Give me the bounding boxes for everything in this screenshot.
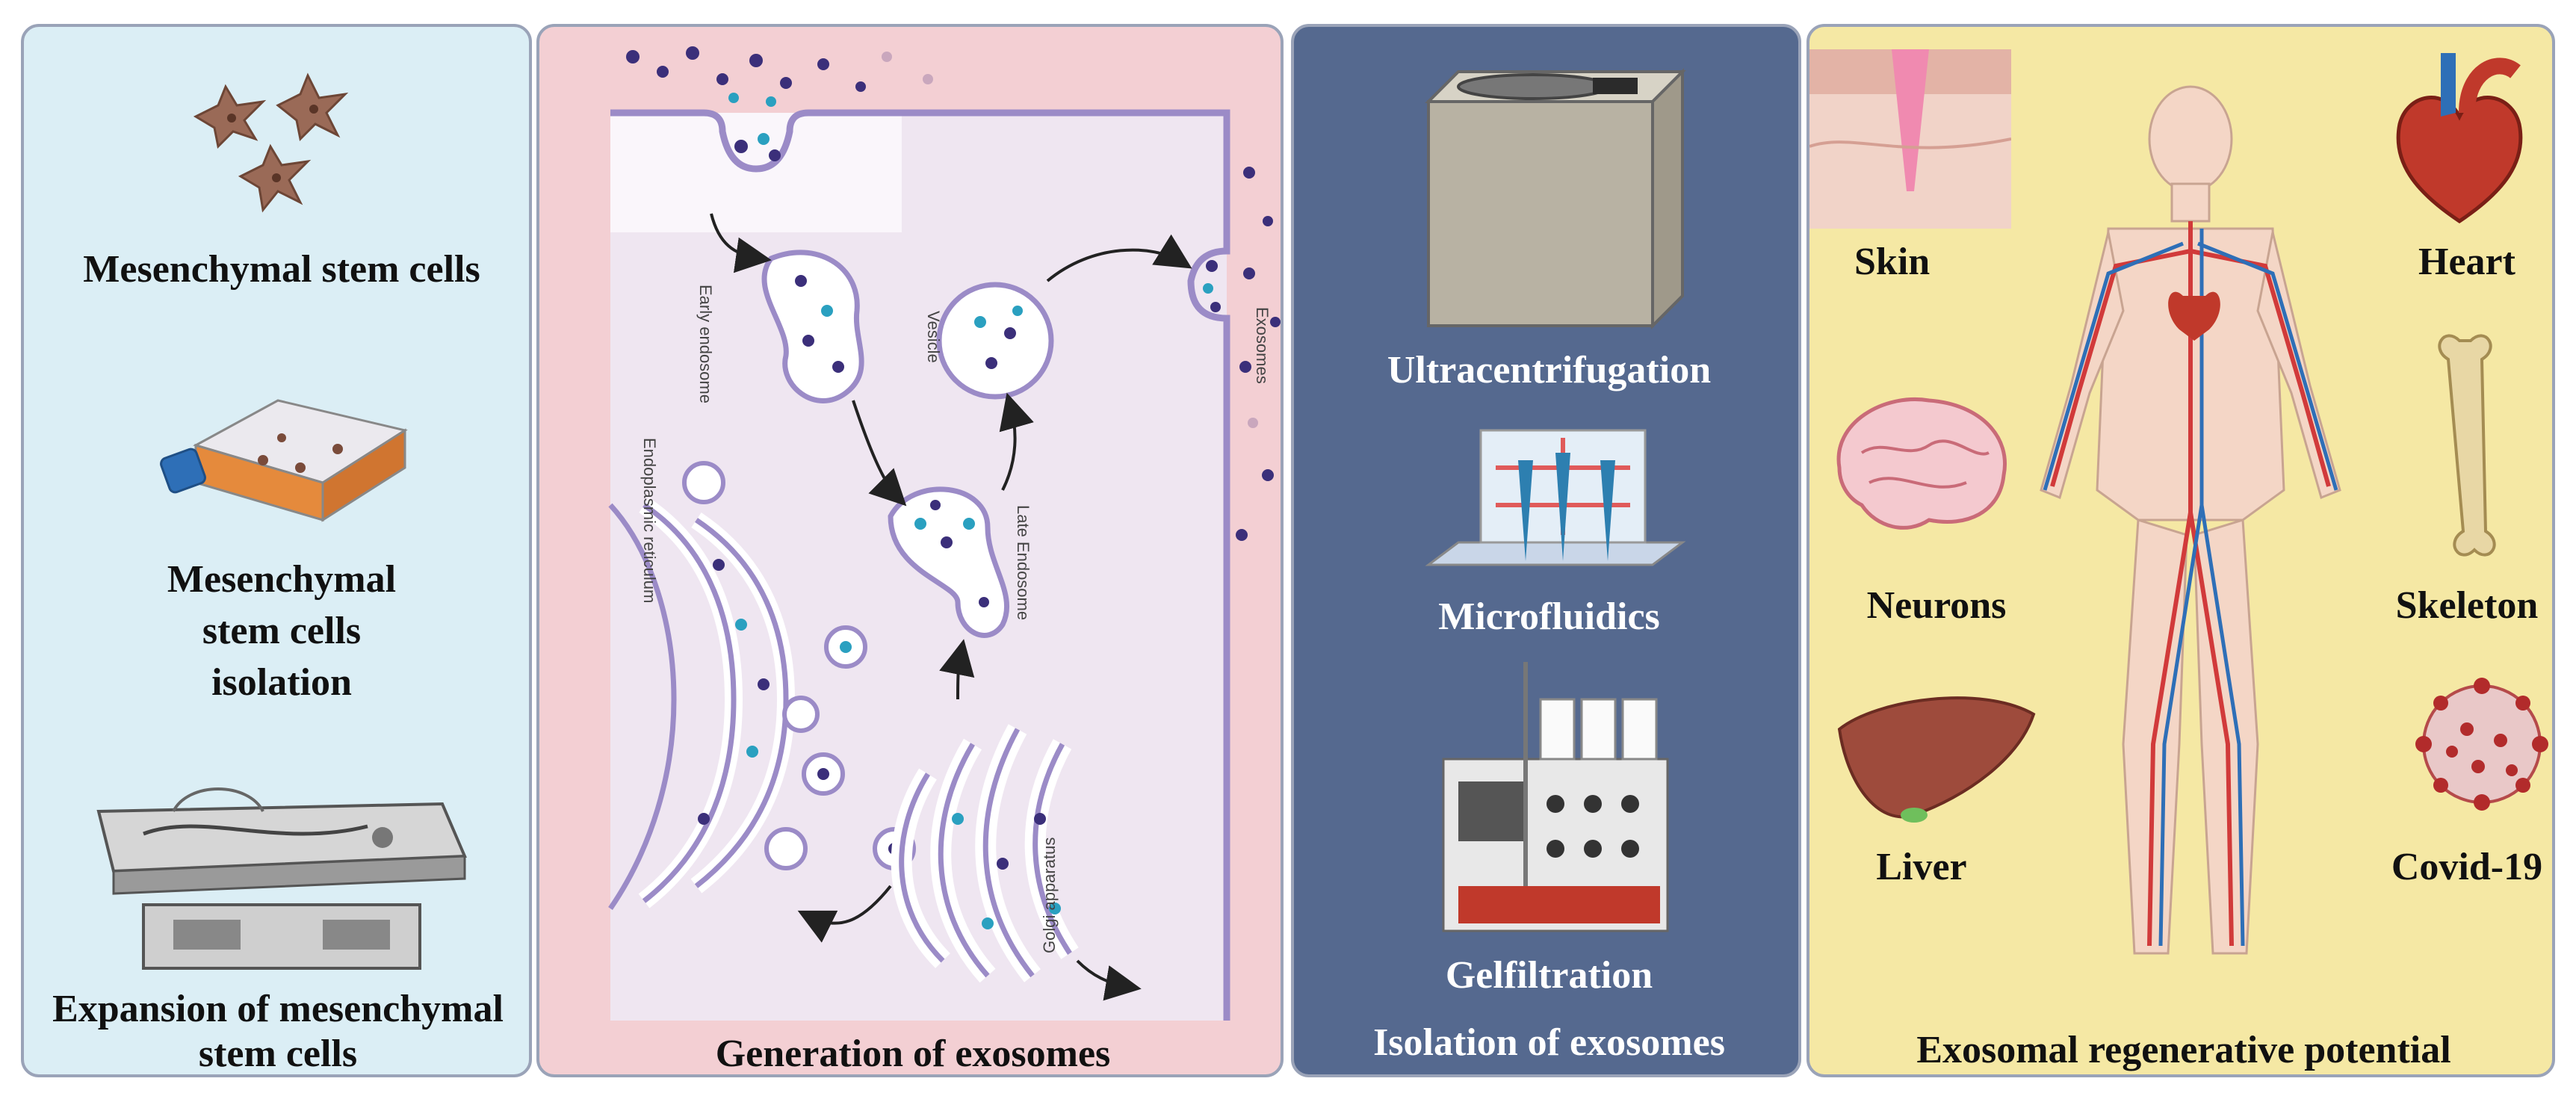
gel-filtration-illustration	[1442, 662, 1669, 932]
cell-biogenesis-diagram: Early endosome Vesicle Exosomes Late End…	[608, 46, 1281, 1021]
msc-panel: Mesenchymal stem cells Mesenchymal stem …	[21, 24, 532, 1077]
culture-flask-illustration	[160, 399, 408, 522]
vesicle-text: Vesicle	[924, 311, 943, 363]
late-endosome	[888, 486, 1009, 638]
bone-icon	[2438, 334, 2496, 557]
er-text: Endoplasmic reticulum	[640, 438, 659, 603]
human-body-illustration	[2040, 85, 2341, 955]
expansion-label: Expansion of mesenchymal stem cells	[52, 988, 504, 1075]
heart-icon	[2396, 53, 2523, 224]
exosomes-text: Exosomes	[1253, 307, 1272, 384]
liver-icon	[1837, 696, 2036, 823]
early-endosome-text: Early endosome	[696, 285, 715, 403]
microfluidics-label: Microfluidics	[1438, 595, 1660, 638]
exosome-generation-panel: Early endosome Vesicle Exosomes Late End…	[536, 24, 1284, 1077]
skin-label: Skin	[1854, 241, 1931, 283]
early-endosome	[761, 250, 864, 403]
brain-icon	[1836, 397, 2007, 530]
ultracentrifugation-label: Ultracentrifugation	[1387, 349, 1712, 391]
ultracentrifuge-illustration	[1425, 68, 1686, 329]
covid-virus-icon	[2415, 678, 2548, 811]
extracellular-particles	[626, 46, 1281, 541]
exosome-isolation-panel: Ultracentrifugation Microfluidics Gelfil…	[1291, 24, 1801, 1077]
vesicle	[936, 282, 1054, 400]
stem-cells-illustration	[193, 72, 349, 213]
msc-isolation-label: Mesenchymal stem cells isolation	[167, 558, 397, 705]
golgi-text: Golgi apparatus	[1040, 838, 1059, 953]
endoplasmic-reticulum	[608, 498, 796, 910]
golgi-apparatus	[891, 724, 1079, 983]
regenerative-potential-panel: Skin Heart Neurons Skele	[1806, 24, 2555, 1077]
skeleton-label: Skeleton	[2395, 584, 2539, 627]
microfluidic-chip-illustration	[1425, 429, 1686, 566]
regenerative-title: Exosomal regenerative potential	[1916, 1029, 2451, 1071]
skin-illustration	[1809, 49, 2011, 229]
gelfiltration-label: Gelfiltration	[1445, 954, 1653, 997]
neurons-label: Neurons	[1866, 584, 2007, 627]
late-endosome-text: Late Endosome	[1014, 505, 1032, 620]
bioreactor-illustration	[96, 787, 467, 970]
isolation-title: Isolation of exosomes	[1373, 1021, 1725, 1064]
liver-label: Liver	[1876, 846, 1967, 888]
msc-label: Mesenchymal stem cells	[83, 248, 480, 291]
generation-title: Generation of exosomes	[715, 1033, 1111, 1075]
covid-label: Covid-19	[2391, 846, 2543, 888]
heart-label: Heart	[2418, 241, 2515, 283]
